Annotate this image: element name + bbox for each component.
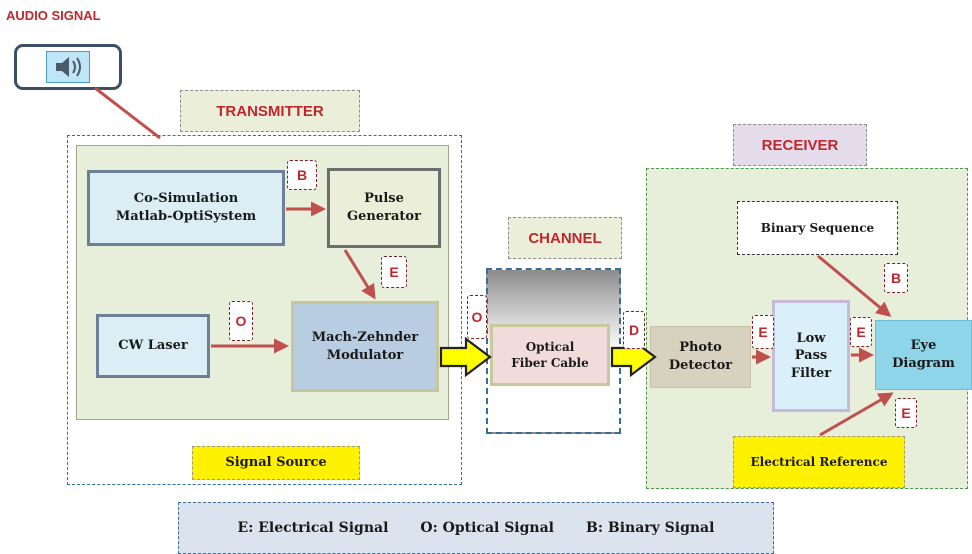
low-pass-filter-line2: Pass (794, 348, 828, 364)
legend-electrical: E: Electrical Signal (237, 519, 389, 536)
eye-diagram-line1: Eye (910, 338, 937, 354)
legend-box: E: Electrical Signal O: Optical Signal B… (178, 502, 774, 554)
receiver-title: RECEIVER (733, 124, 867, 166)
electrical-reference-box: Electrical Reference (733, 436, 905, 488)
binary-sequence-label: Binary Sequence (760, 220, 875, 235)
tag-cosim-to-pulse: B (287, 160, 317, 190)
signal-source-box: Signal Source (192, 446, 360, 480)
transmitter-frame (67, 135, 462, 485)
tag-binary-to-eye: B (884, 263, 908, 293)
legend-binary: B: Binary Signal (586, 519, 715, 536)
tag-mz-to-fiber: O (467, 295, 487, 339)
photo-detector-line2: Detector (668, 358, 733, 373)
tag-lpf-to-eye: E (850, 317, 872, 347)
receiver-title-text: RECEIVER (761, 136, 839, 154)
low-pass-filter-line1: Low (796, 330, 826, 346)
mach-zehnder-line2: Modulator (326, 347, 404, 363)
legend-optical: O: Optical Signal (420, 519, 554, 536)
pulse-generator-line2: Generator (347, 209, 421, 224)
binary-sequence-block[interactable]: Binary Sequence (737, 201, 898, 255)
photo-detector-line1: Photo (679, 340, 722, 356)
speaker-icon (46, 51, 90, 83)
optical-fiber-line2: Fiber Cable (511, 356, 589, 370)
cw-laser-block[interactable]: CW Laser (96, 314, 210, 378)
tag-ref-to-eye: E (895, 398, 917, 428)
audio-signal-box[interactable] (14, 44, 122, 90)
tag-pulse-to-mz: E (381, 256, 407, 288)
wire-audio-to-transmitter (94, 86, 161, 140)
cw-laser-label: CW Laser (118, 338, 188, 354)
transmitter-title: TRANSMITTER (180, 90, 360, 132)
optical-fiber-line1: Optical (525, 339, 575, 354)
co-simulation-line1: Co-Simulation (133, 191, 239, 207)
tag-laser-to-mz: O (229, 301, 253, 341)
eye-diagram-line2: Diagram (892, 356, 955, 371)
co-simulation-line2: Matlab-OptiSystem (115, 209, 257, 224)
audio-signal-label: AUDIO SIGNAL (6, 8, 101, 23)
mach-zehnder-line1: Mach-Zehnder (311, 329, 419, 345)
low-pass-filter-line3: Filter (790, 365, 832, 381)
channel-title-text: CHANNEL (528, 229, 602, 247)
tag-fiber-to-photo: D (623, 311, 645, 349)
channel-title: CHANNEL (508, 217, 622, 259)
pulse-generator-line1: Pulse (364, 191, 404, 207)
signal-source-label: Signal Source (225, 455, 327, 471)
tag-photo-to-lpf: E (752, 315, 774, 349)
electrical-reference-label: Electrical Reference (750, 454, 888, 469)
